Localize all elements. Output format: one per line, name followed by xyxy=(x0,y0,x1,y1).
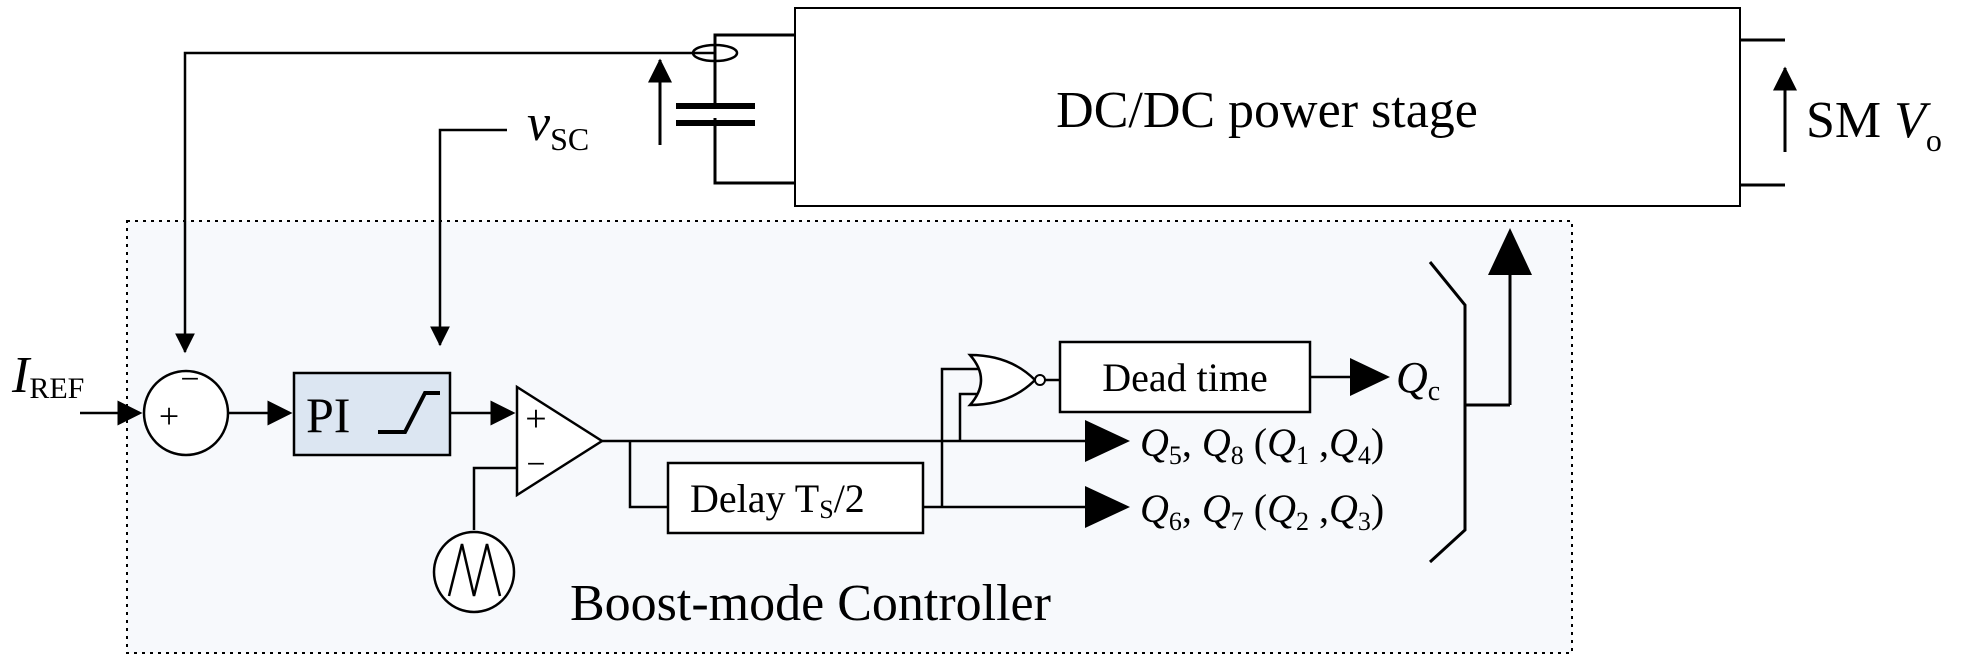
sm-vo-label: SM Vo xyxy=(1806,92,1942,158)
comparator xyxy=(515,384,605,498)
saturation-icon xyxy=(378,391,440,434)
carrier-wire xyxy=(472,466,517,530)
q58-arrowhead xyxy=(1085,420,1130,462)
nor-input-a-wire xyxy=(940,367,981,507)
qc-label: Qc xyxy=(1396,353,1440,407)
dead-time-label: Dead time xyxy=(1102,355,1268,400)
sum-minus-sign: − xyxy=(180,361,199,398)
nor-gate-bubble xyxy=(1034,374,1046,386)
carrier-source xyxy=(432,530,516,614)
comparator-minus-sign: − xyxy=(526,446,545,483)
vsc-label: vSC xyxy=(527,95,589,157)
comparator-plus-sign: + xyxy=(525,398,546,440)
delay-input-wire xyxy=(628,441,668,509)
pi-block xyxy=(292,371,452,457)
controller-label: Boost-mode Controller xyxy=(570,575,1051,632)
power-stage-label: DC/DC power stage xyxy=(1056,82,1478,139)
nor-input-b-wire xyxy=(958,392,981,441)
q58-label: Q5, Q8 (Q1 ,Q4) xyxy=(1140,420,1384,470)
triangle-wave-icon xyxy=(447,543,502,597)
q67-arrowhead xyxy=(1085,486,1130,528)
iref-label: IREF xyxy=(11,347,84,405)
gate-signal-bracket xyxy=(1428,261,1467,564)
vsc-feedback-wire xyxy=(430,128,507,347)
supercapacitor xyxy=(676,33,795,185)
gate-signals-arrowhead xyxy=(1488,228,1532,275)
nor-gate xyxy=(967,353,1037,407)
current-feedback-wire xyxy=(175,51,715,354)
sum-plus-sign: + xyxy=(159,396,179,436)
dead-time-block xyxy=(1058,340,1312,414)
output-terminals xyxy=(1740,38,1785,187)
q67-label: Q6, Q7 (Q2 ,Q3) xyxy=(1140,486,1384,536)
delay-block xyxy=(666,461,925,535)
pi-label: PI xyxy=(306,387,350,443)
qc-arrowhead xyxy=(1350,358,1390,396)
delay-label: Delay TS/2 xyxy=(690,476,865,524)
power-stage-block xyxy=(794,7,1741,207)
